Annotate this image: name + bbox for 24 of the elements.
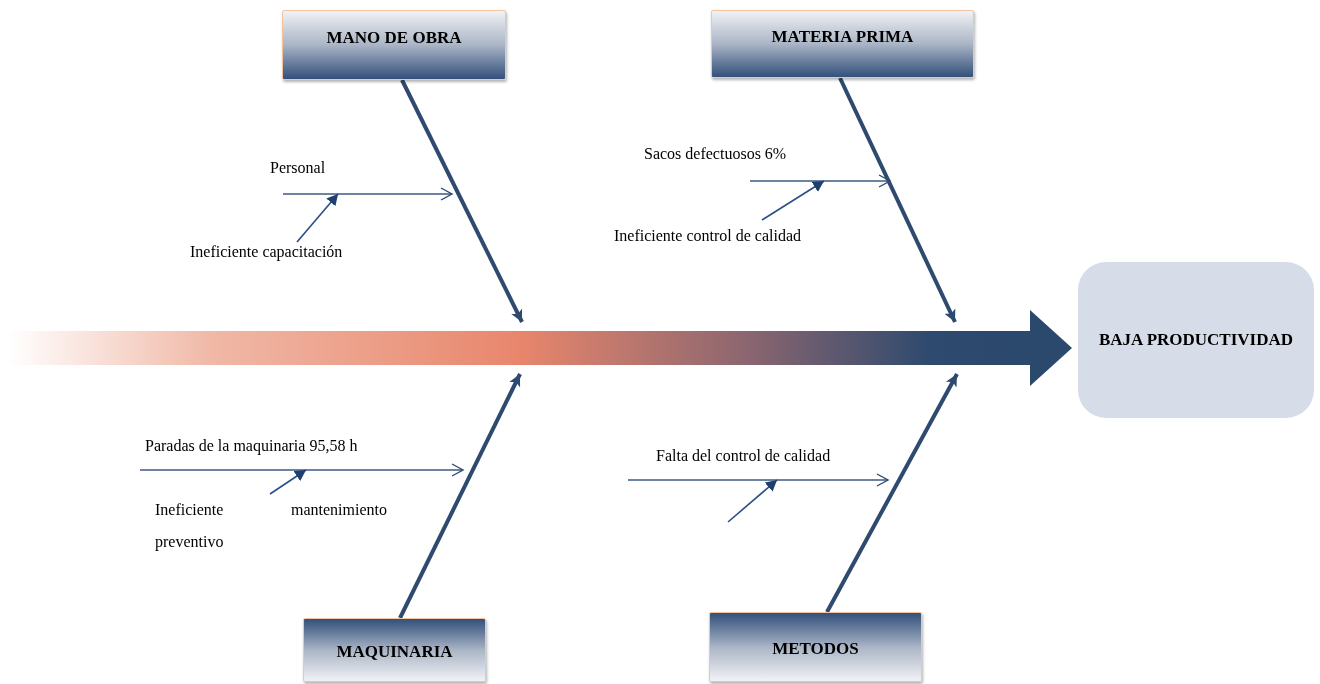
cause-label: Sacos defectuosos 6%	[642, 144, 832, 181]
cause-arrow	[139, 463, 464, 477]
bone-arrow	[400, 79, 524, 323]
category-box: METODOS	[709, 612, 922, 682]
cause-arrow	[269, 469, 307, 495]
category-box: MANO DE OBRA	[282, 10, 506, 80]
bone-arrow	[825, 373, 959, 613]
bone-arrow	[398, 373, 522, 619]
cause-arrow	[749, 174, 891, 188]
effect-box: BAJA PRODUCTIVIDAD	[1078, 262, 1314, 418]
cause-arrow	[296, 193, 339, 243]
category-box: MATERIA PRIMA	[711, 10, 974, 78]
cause-arrow	[282, 187, 453, 201]
sub-cause-label: Ineficiente mantenimiento preventivo	[155, 494, 387, 558]
cause-arrow	[761, 180, 825, 221]
sub-cause-label: Ineficiente control de calidad	[614, 220, 834, 284]
category-box: MAQUINARIA	[303, 618, 486, 682]
cause-label: Personal	[268, 158, 352, 194]
bone-arrow	[838, 77, 957, 323]
cause-arrow	[727, 479, 778, 523]
cause-arrow	[627, 473, 889, 487]
cause-label: Paradas de la maquinaria 95,58 h	[140, 436, 390, 470]
cause-label: Falta del control de calidad	[628, 446, 890, 480]
sub-cause-label: Ineficiente capacitación	[190, 242, 394, 266]
